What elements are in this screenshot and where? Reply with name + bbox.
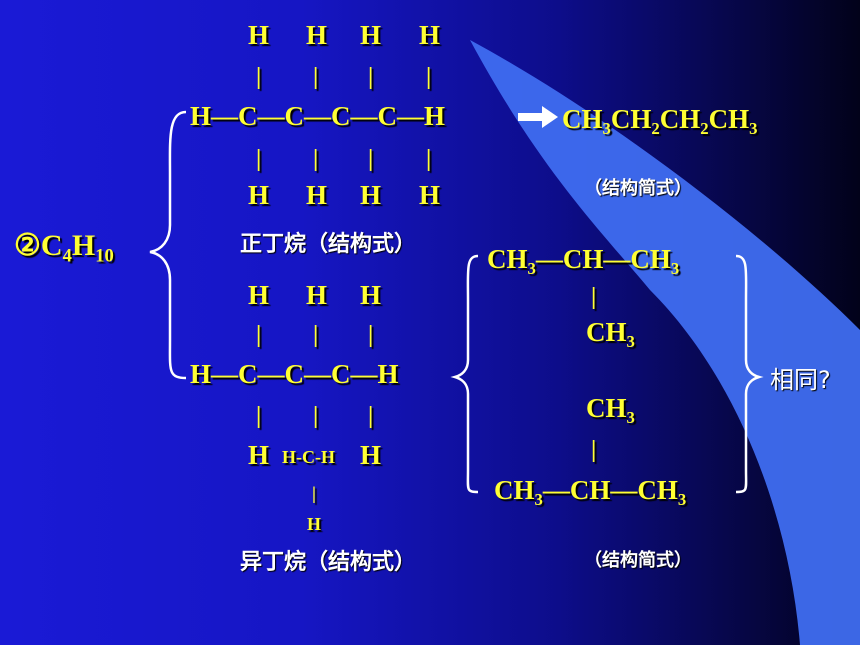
- iso-methyl-bond: |: [312, 483, 316, 503]
- top-h-3: H: [360, 20, 382, 50]
- iso-carbon-chain: H—C—C—C—H: [190, 359, 399, 389]
- bond-top-4: |: [426, 64, 432, 90]
- iso-cond2-branch: CH3: [586, 393, 635, 427]
- iso-top-h-2: H: [306, 280, 328, 310]
- iso-bottom-h-left: H: [248, 440, 270, 470]
- top-h-4: H: [419, 20, 441, 50]
- bond-bottom-3: |: [368, 146, 374, 172]
- normal-caption: 正丁烷（结构式）: [240, 232, 417, 257]
- molecular-formula: ②C4H10: [14, 229, 114, 267]
- same-question: 相同?: [770, 366, 831, 394]
- iso-top-h-1: H: [248, 280, 270, 310]
- bond-bottom-1: |: [256, 146, 262, 172]
- iso-cond1-main: CH3—CH—CH3: [487, 244, 680, 278]
- normal-condensed-caption: （结构简式）: [584, 178, 692, 199]
- normal-carbon-chain: H—C—C—C—C—H: [190, 101, 445, 131]
- bottom-h-1: H: [248, 180, 270, 210]
- iso-bottom-h-right: H: [360, 440, 382, 470]
- bond-bottom-4: |: [426, 146, 432, 172]
- iso-brace: [450, 254, 479, 494]
- right-arrow-icon: [518, 106, 558, 128]
- iso-bond-top-1: |: [256, 322, 262, 348]
- bottom-h-4: H: [419, 180, 441, 210]
- bond-top-3: |: [368, 64, 374, 90]
- top-h-2: H: [306, 20, 328, 50]
- iso-bond-bottom-2: |: [313, 403, 319, 429]
- iso-methyl-h: H: [307, 514, 322, 534]
- bond-top-2: |: [313, 64, 319, 90]
- bottom-h-2: H: [306, 180, 328, 210]
- bond-top-1: |: [256, 64, 262, 90]
- iso-condensed-caption: （结构简式）: [584, 550, 692, 571]
- wedge-shape: [470, 40, 860, 645]
- iso-bond-bottom-1: |: [256, 403, 262, 429]
- iso-bond-top-3: |: [368, 322, 374, 348]
- iso-cond2-bond: |: [591, 437, 597, 463]
- iso-cond1-branch: CH3: [586, 317, 635, 351]
- iso-bottom-methyl: H-C-H: [282, 447, 335, 467]
- main-brace: [149, 110, 187, 380]
- iso-bond-bottom-3: |: [368, 403, 374, 429]
- iso-cond1-bond: |: [591, 284, 597, 310]
- iso-top-h-3: H: [360, 280, 382, 310]
- iso-cond2-main: CH3—CH—CH3: [494, 475, 687, 509]
- bond-bottom-2: |: [313, 146, 319, 172]
- iso-caption: 异丁烷（结构式）: [240, 550, 417, 575]
- top-h-1: H: [248, 20, 270, 50]
- bottom-h-3: H: [360, 180, 382, 210]
- normal-condensed-formula: CH3CH2CH2CH3: [562, 104, 758, 138]
- question-brace: [735, 254, 764, 494]
- iso-bond-top-2: |: [313, 322, 319, 348]
